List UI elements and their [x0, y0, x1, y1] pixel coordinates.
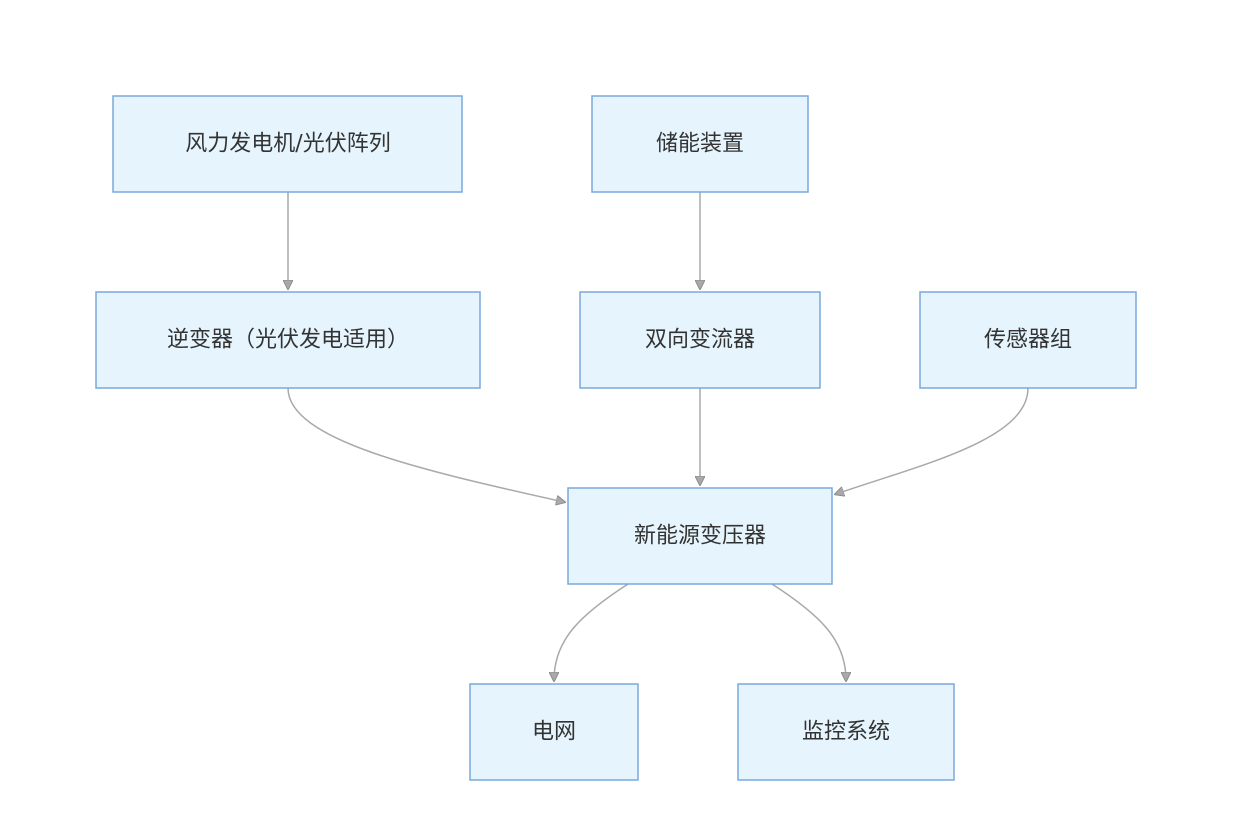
node-storage: 储能装置: [591, 95, 809, 193]
node-storage-label: 储能装置: [656, 132, 744, 157]
node-storage-box: [591, 95, 809, 193]
node-inverter: 逆变器（光伏发电适用）: [95, 291, 481, 389]
node-converter: 双向变流器: [579, 291, 821, 389]
node-converter-box: [579, 291, 821, 389]
node-wind-pv: 风力发电机/光伏阵列: [112, 95, 463, 193]
edges: [287, 192, 1029, 680]
edge-inverter-to-transformer: [287, 387, 564, 502]
node-grid-label: 电网: [532, 720, 576, 745]
node-wind-pv-label: 风力发电机/光伏阵列: [185, 132, 390, 157]
node-sensors-label: 传感器组: [984, 328, 1072, 353]
node-grid-box: [469, 683, 639, 781]
node-sensors: 传感器组: [919, 291, 1137, 389]
node-converter-label: 双向变流器: [645, 328, 755, 353]
node-transformer: 新能源变压器: [567, 487, 833, 585]
node-monitoring-label: 监控系统: [802, 720, 890, 745]
edge-sensors-to-transformer: [836, 387, 1029, 494]
edge-transformer-to-monitoring: [771, 583, 846, 680]
node-monitoring: 监控系统: [737, 683, 955, 781]
node-inverter-box: [95, 291, 481, 389]
node-monitoring-box: [737, 683, 955, 781]
node-grid: 电网: [469, 683, 639, 781]
edge-transformer-to-grid: [554, 583, 629, 680]
node-transformer-box: [567, 487, 833, 585]
node-sensors-box: [919, 291, 1137, 389]
node-transformer-label: 新能源变压器: [634, 524, 766, 549]
node-inverter-label: 逆变器（光伏发电适用）: [167, 328, 409, 353]
node-wind-pv-box: [112, 95, 463, 193]
